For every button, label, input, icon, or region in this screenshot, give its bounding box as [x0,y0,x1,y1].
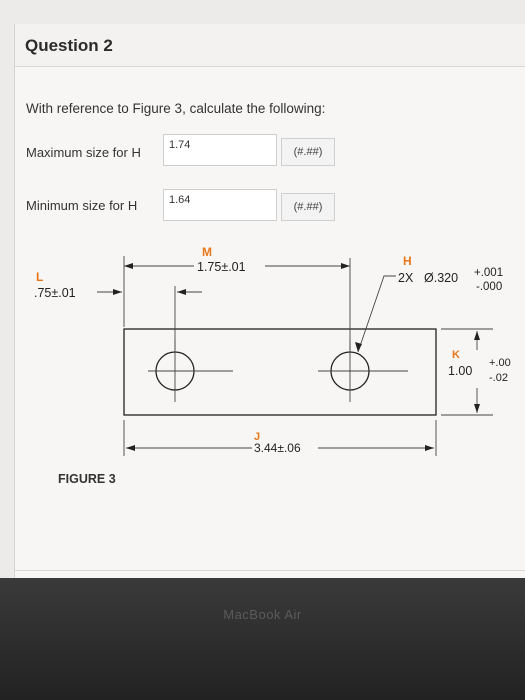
label-M: M [202,245,212,259]
dim-H: Ø.320 [424,271,458,285]
device-brand: MacBook Air [223,607,302,622]
label-H: H [403,254,412,268]
figure-3-drawing: M L H K J 1.75±.01 .75±.01 2X Ø.320 +.00… [34,245,511,456]
dim-J: 3.44±.06 [254,441,301,455]
label-K: K [452,349,460,361]
part-outline [123,328,437,416]
max-size-format-hint: (#.##) [281,138,335,166]
dim-H-minus: -.000 [476,281,502,293]
question-title: Question 2 [25,36,113,55]
max-size-input[interactable]: 1.74 [163,134,277,166]
min-size-format-hint: (#.##) [281,193,335,221]
dim-H-plus: +.001 [474,267,503,279]
dim-K-plus: +.00 [489,357,511,369]
min-size-label: Minimum size for H [26,198,138,213]
min-size-input[interactable]: 1.64 [163,189,277,221]
laptop-bezel [0,578,525,700]
min-size-value: 1.64 [169,194,191,206]
dim-L: .75±.01 [34,286,76,300]
max-size-label: Maximum size for H [26,145,141,160]
question-header: Question 2 [15,24,525,67]
dim-K: 1.00 [448,364,472,378]
dim-M: 1.75±.01 [197,260,246,274]
label-L: L [36,270,43,284]
dim-K-minus: -.02 [489,372,508,384]
question-card: Question 2 [14,24,525,578]
card-footer-divider [14,570,525,571]
max-size-value: 1.74 [169,139,191,151]
figure-caption: FIGURE 3 [58,472,116,486]
screen: Question 2 With reference to Figure 3, c… [0,0,525,578]
label-J: J [254,431,260,443]
question-prompt: With reference to Figure 3, calculate th… [26,101,326,116]
dim-H-prefix: 2X [398,271,414,285]
